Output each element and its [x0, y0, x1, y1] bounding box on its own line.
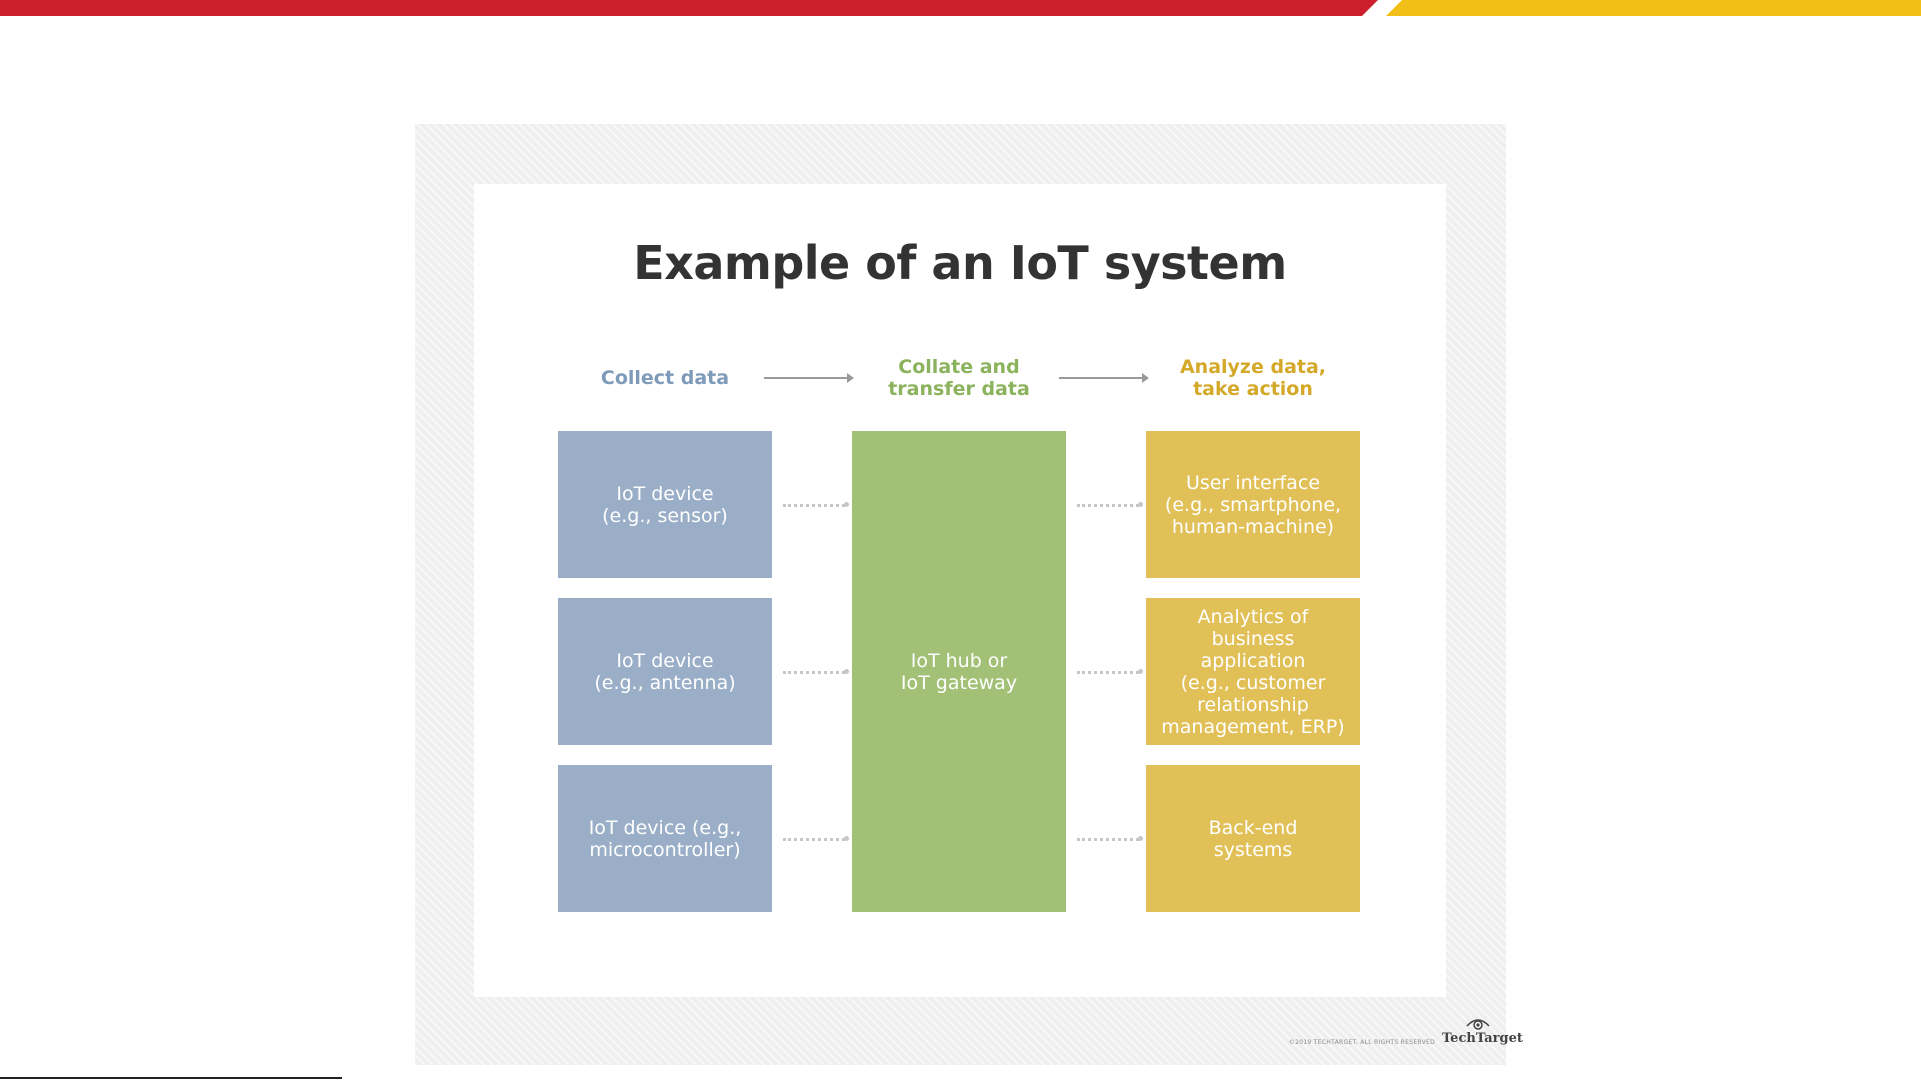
device-box-antenna: IoT device (e.g., antenna)	[558, 598, 772, 745]
top-accent-bar	[0, 0, 1921, 16]
stage-label-collate: Collate and transfer data	[888, 356, 1030, 400]
connector-hub-action3	[1077, 836, 1143, 841]
hub-gateway-box: IoT hub or IoT gateway	[852, 431, 1066, 912]
brand-logo-text: TechTarget	[1442, 1031, 1523, 1046]
connector-device3-hub	[783, 836, 849, 841]
stage-label-collect: Collect data	[600, 367, 730, 389]
connector-hub-action1	[1077, 502, 1143, 507]
techtarget-eye-icon	[1466, 1019, 1490, 1030]
bottom-rule	[0, 1077, 342, 1079]
device-box-sensor: IoT device (e.g., sensor)	[558, 431, 772, 578]
stage-label-analyze: Analyze data, take action	[1179, 356, 1327, 400]
action-box-analytics: Analytics of business application (e.g.,…	[1146, 598, 1360, 745]
diagram-title: Example of an IoT system	[633, 236, 1287, 290]
connector-device2-hub	[783, 669, 849, 674]
action-box-user-interface: User interface (e.g., smartphone, human-…	[1146, 431, 1360, 578]
action-box-back-end: Back-end systems	[1146, 765, 1360, 912]
device-box-microcontroller: IoT device (e.g., microcontroller)	[558, 765, 772, 912]
stage-arrow-2	[1059, 373, 1149, 383]
connector-hub-action2	[1077, 669, 1143, 674]
diagram-card: Example of an IoT system Collect data Co…	[474, 184, 1446, 997]
top-bar-red-segment	[0, 0, 1380, 16]
diagram-figure: Example of an IoT system Collect data Co…	[415, 124, 1523, 1065]
top-bar-yellow-segment	[1380, 0, 1921, 16]
stage-arrow-1	[764, 373, 854, 383]
copyright-text: ©2019 TECHTARGET. ALL RIGHTS RESERVED	[1288, 1039, 1435, 1046]
connector-device1-hub	[783, 502, 849, 507]
